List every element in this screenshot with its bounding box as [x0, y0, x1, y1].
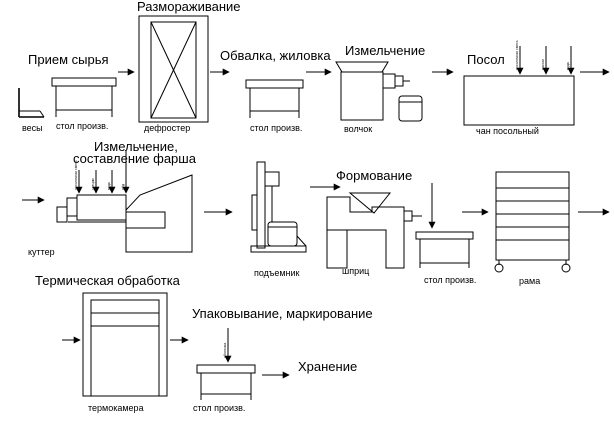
smoking-frame-icon [494, 171, 571, 273]
stage-termo: Термическая обработка [35, 273, 181, 288]
thermal-chamber-icon [82, 292, 168, 397]
label-stol-1: стол произв. [56, 121, 108, 131]
label-chan: чан посольный [476, 126, 539, 136]
stage-upakovka: Упаковывание, маркирование [192, 306, 373, 321]
stage-posol: Посол [467, 52, 505, 67]
label-termokamera: термокамера [88, 403, 144, 413]
production-table-3-icon [415, 183, 474, 268]
label-kutter: куттер [28, 247, 55, 257]
production-table-1-icon [51, 77, 117, 117]
stage-priem: Прием сырья [28, 52, 109, 67]
stage-izmelchenie-1: Измельчение [345, 43, 425, 58]
lifter-icon [250, 161, 307, 253]
stage-hranenie: Хранение [298, 359, 357, 374]
label-defroster: дефростер [144, 123, 190, 133]
input-kutter-4: лёд [121, 184, 125, 190]
stage-izmelchenie-2-line1: Измельчение, [94, 139, 178, 154]
label-rama: рама [519, 276, 540, 286]
label-stol-4: стол произв. [193, 403, 245, 413]
label-shpric: шприц [342, 266, 369, 276]
production-table-2-icon [245, 79, 304, 118]
scales-icon [18, 88, 45, 118]
label-stol-3: стол произв. [424, 275, 476, 285]
input-posol-1: посолочная смесь [515, 40, 519, 70]
stage-izmelchenie-2-line2: составление фарша [73, 151, 197, 166]
cutter-icon [56, 150, 193, 253]
label-vesy: весы [22, 123, 43, 133]
input-posol-2: рассол [541, 59, 545, 70]
stage-obvalka: Обвалка, жиловка [220, 48, 331, 63]
stuffer-icon [326, 192, 422, 269]
stage-razmorazhivanie: Размораживание [137, 0, 241, 14]
defroster-icon [138, 15, 209, 123]
production-table-4-icon [196, 328, 256, 400]
label-volchok: волчок [344, 124, 372, 134]
input-kutter-2: специи [91, 178, 95, 190]
input-kutter-1: посолочная смесь [74, 160, 78, 190]
input-upak-1: оболочка [223, 343, 227, 358]
label-stol-2: стол произв. [250, 123, 302, 133]
label-podemnik: подъемник [254, 268, 300, 278]
brine-vat-icon [463, 46, 575, 126]
meat-grinder-icon [335, 61, 423, 122]
stage-formovanie: Формование [336, 168, 412, 183]
input-kutter-3: вода [107, 182, 111, 190]
input-posol-3: вода [566, 62, 570, 70]
